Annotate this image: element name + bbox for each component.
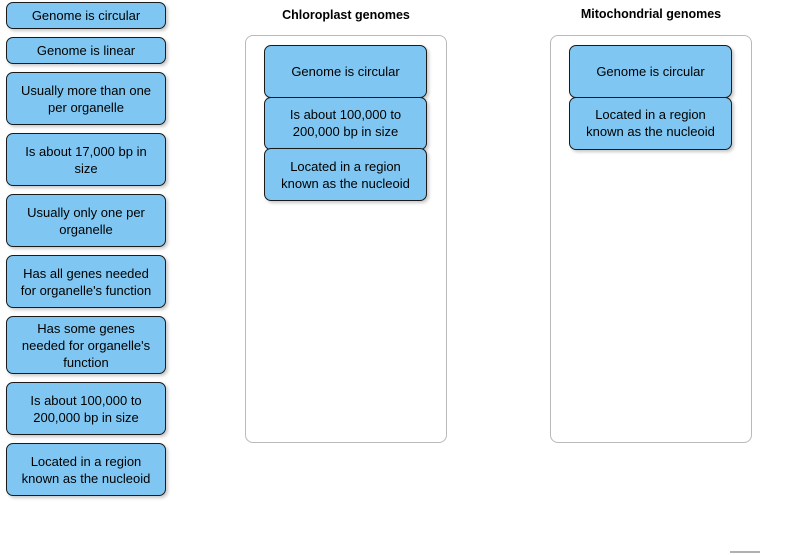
bank-tile[interactable]: Genome is linear bbox=[6, 37, 166, 64]
category-column-mitochondrial: Mitochondrial genomes Genome is circular… bbox=[550, 0, 752, 443]
placed-tile[interactable]: Genome is circular bbox=[569, 45, 732, 98]
clipped-divider bbox=[730, 551, 760, 553]
placed-tile[interactable]: Located in a region known as the nucleoi… bbox=[569, 96, 732, 150]
dropzone-mitochondrial[interactable]: Genome is circular Located in a region k… bbox=[550, 35, 752, 443]
bank-tile[interactable]: Usually more than one per organelle bbox=[6, 72, 166, 125]
dropzone-stack: Genome is circular Located in a region k… bbox=[569, 45, 732, 150]
dropzone-stack: Genome is circular Is about 100,000 to 2… bbox=[264, 45, 427, 201]
bank-tile[interactable]: Has some genes needed for organelle's fu… bbox=[6, 316, 166, 374]
dropzone-chloroplast[interactable]: Genome is circular Is about 100,000 to 2… bbox=[245, 35, 447, 443]
category-column-chloroplast: Chloroplast genomes Genome is circular I… bbox=[245, 0, 447, 443]
bank-tile[interactable]: Usually only one per organelle bbox=[6, 194, 166, 247]
placed-tile[interactable]: Located in a region known as the nucleoi… bbox=[264, 148, 427, 201]
column-heading: Mitochondrial genomes bbox=[580, 7, 722, 21]
answer-bank: Genome is circular Genome is linear Usua… bbox=[6, 2, 166, 504]
column-heading: Chloroplast genomes bbox=[282, 8, 410, 22]
placed-tile[interactable]: Is about 100,000 to 200,000 bp in size bbox=[264, 96, 427, 150]
bank-tile[interactable]: Is about 17,000 bp in size bbox=[6, 133, 166, 186]
placed-tile[interactable]: Genome is circular bbox=[264, 45, 427, 98]
bank-tile[interactable]: Located in a region known as the nucleoi… bbox=[6, 443, 166, 496]
bank-tile[interactable]: Genome is circular bbox=[6, 2, 166, 29]
bank-tile[interactable]: Has all genes needed for organelle's fun… bbox=[6, 255, 166, 308]
bank-tile[interactable]: Is about 100,000 to 200,000 bp in size bbox=[6, 382, 166, 435]
